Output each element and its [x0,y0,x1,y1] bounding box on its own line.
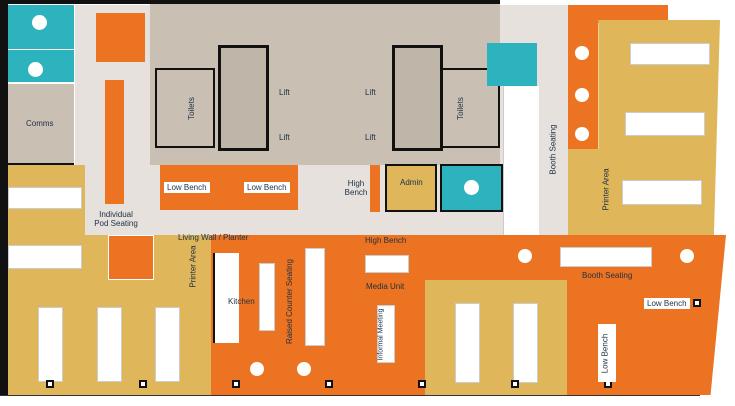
structural-column [418,380,426,388]
toilets-left-label: Toilets [186,97,196,120]
pod-seating-column [105,80,124,204]
round-table [575,46,589,60]
low-bench-label: Low Bench [600,333,610,374]
kitchen-counter [213,253,239,343]
workstation-zone-middle [425,280,567,395]
low-bench-label: Low Bench [644,298,690,309]
round-table [518,249,532,263]
low-bench-label: Low Bench [164,182,210,193]
structural-column [693,299,701,307]
round-table [680,249,694,263]
raised-counter-label: Raised Counter Seating [284,259,294,344]
booth-seating-label: Booth Seating [548,124,558,175]
admin-room [385,164,437,212]
round-table [575,127,589,141]
informal-meeting-label: Informal Meeting [377,308,385,361]
structural-column [46,380,54,388]
high-bench-label: High Bench [344,179,368,197]
media-unit-label: Media Unit [366,282,405,291]
round-table [28,62,43,77]
living-wall-label: Living Wall / Planter [178,233,249,242]
booth-seating-label: Booth Seating [582,271,633,280]
kitchen-label: Kitchen [228,297,255,306]
desk-cluster [155,307,180,382]
desk-cluster [513,303,538,383]
exterior-wall-left [0,0,8,395]
low-bench-table [598,324,616,382]
desk-cluster [8,245,82,269]
desk-cluster [38,307,63,382]
structural-column [139,380,147,388]
pod-seating-label: Individual Pod Seating [94,210,138,228]
desk-cluster [97,307,122,382]
raised-counter [259,263,275,331]
exterior-wall-bottom [0,395,700,399]
toilets-left-room [155,68,215,148]
exterior-wall-top [0,0,500,4]
structural-column [325,380,333,388]
booth-seat [560,247,652,267]
printer-area-label: Printer Area [601,168,611,211]
structural-column [511,380,519,388]
desk-cluster [455,303,480,383]
booth-seating-column [503,86,539,236]
desk-cluster [625,112,705,136]
low-bench-label: Low Bench [244,182,290,193]
desk-cluster [630,43,710,65]
admin-label: Admin [400,178,423,187]
round-table [32,15,47,30]
lift-label: Lift [365,133,376,142]
round-table [250,362,264,376]
orange-right-column [568,5,598,150]
round-table [575,88,589,102]
comms-label: Comms [26,119,54,128]
media-unit [365,255,409,273]
toilets-right-room [440,68,500,148]
booth-seat [305,248,325,346]
comms-room [8,84,74,165]
desk-cluster [622,180,702,205]
teal-room-top [487,43,537,86]
breakout-square [96,13,145,62]
toilets-right-label: Toilets [455,97,465,120]
lift-label: Lift [365,88,376,97]
printer-area-label: Printer Area [188,245,198,288]
desk-cluster [8,187,82,209]
stairwell-right [392,45,443,151]
informal-meeting-table [377,305,395,363]
lift-label: Lift [279,88,290,97]
high-bench-label: High Bench [365,236,407,245]
round-table [297,362,311,376]
stairwell-left [218,45,269,151]
pod-seat-cube [108,235,154,280]
structural-column [232,380,240,388]
high-bench-strip [370,165,380,212]
round-table [464,180,479,195]
lift-label: Lift [279,133,290,142]
